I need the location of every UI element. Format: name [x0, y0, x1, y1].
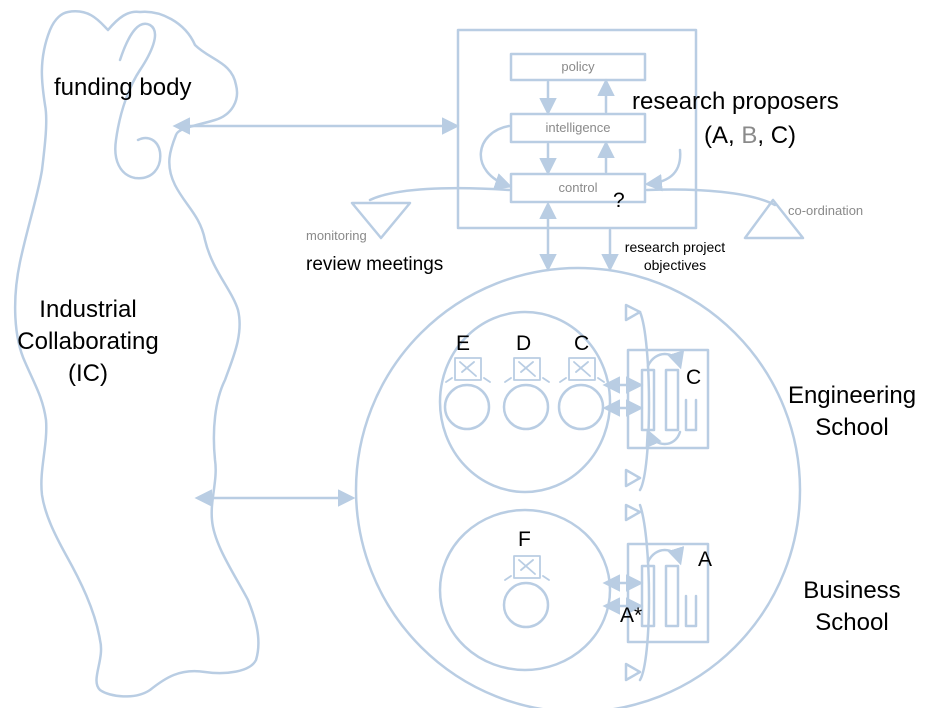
- engineering-line-1: Engineering: [787, 382, 917, 409]
- industrial-collaborating-label: Industrial Collaborating (IC): [2, 294, 174, 390]
- policy-label: policy: [561, 59, 595, 74]
- control-label: control: [558, 180, 598, 195]
- business-line-2: School: [815, 609, 889, 636]
- policy-box: [509, 52, 647, 82]
- unit-f-label: F: [518, 528, 531, 551]
- bus-controller-label: A: [698, 548, 713, 571]
- op-circle-f: [502, 581, 550, 629]
- research-proposers-ids: (A, B, C): [704, 120, 796, 152]
- coordination-label: co-ordination: [788, 203, 864, 218]
- op-circle-d: [502, 383, 550, 431]
- objectives-line-1: research project: [624, 239, 726, 255]
- operations-circle: [354, 266, 802, 708]
- bus-controller-star-label: A*: [620, 604, 643, 627]
- op-circle-e: [443, 383, 491, 431]
- environment-amoeba: [13, 10, 260, 698]
- engineering-school-label: Engineering School: [772, 380, 932, 444]
- bus-controller-box: [626, 542, 710, 644]
- industrial-line-1: Industrial: [39, 296, 137, 323]
- coordination-triangle: [743, 198, 805, 240]
- monitoring-label: monitoring: [306, 228, 367, 243]
- question-mark: ?: [613, 189, 625, 212]
- objectives-line-2: objectives: [643, 257, 707, 273]
- industrial-line-2: Collaborating: [17, 328, 159, 355]
- eng-controller-box: [626, 348, 710, 450]
- business-line-1: Business: [803, 577, 901, 604]
- unit-e-label: E: [456, 332, 471, 355]
- industrial-line-3: (IC): [68, 360, 108, 387]
- engineering-line-2: School: [815, 414, 889, 441]
- proposers-c: , C): [757, 122, 797, 149]
- proposers-b: B: [741, 122, 758, 149]
- unit-c-label: C: [574, 332, 590, 355]
- objectives-label: research project objectives: [610, 238, 740, 274]
- funding-body-label: funding body: [54, 74, 192, 101]
- research-proposers-label: research proposers: [632, 88, 839, 115]
- intelligence-label: intelligence: [545, 120, 611, 135]
- proposers-a: (A,: [704, 122, 742, 149]
- metasystem-box: [456, 28, 698, 230]
- business-school-label: Business School: [772, 575, 932, 639]
- monitoring-triangle: [350, 201, 412, 240]
- review-meetings-label: review meetings: [306, 254, 444, 275]
- environment-inner-loop: [114, 22, 162, 180]
- unit-d-label: D: [516, 332, 532, 355]
- intelligence-box: [509, 112, 647, 144]
- op-circle-c: [557, 383, 605, 431]
- eng-controller-label: C: [686, 366, 702, 389]
